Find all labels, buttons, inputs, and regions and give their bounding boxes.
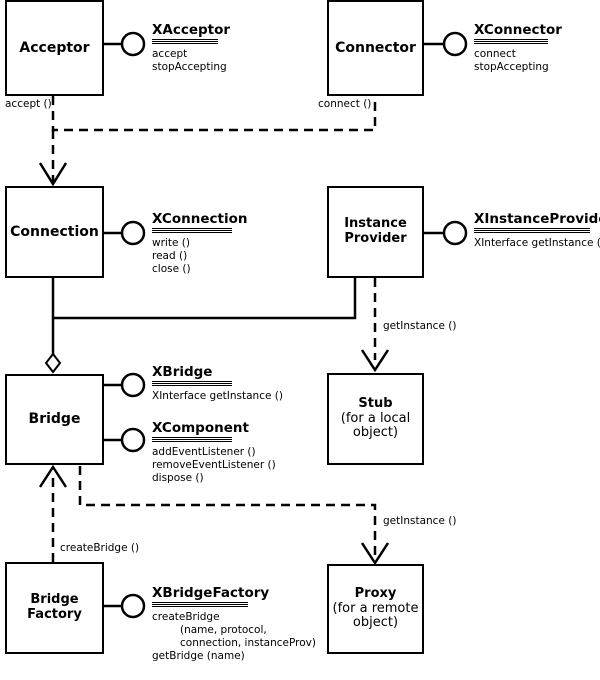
proxy-line-2: (for a remote [332,600,419,616]
connection-box: Connection [5,186,104,278]
create-bridge-label: createBridge () [60,542,140,554]
arrowhead-bridge [38,464,68,488]
xbridge-name: XBridge [152,364,213,380]
connector-label: Connector [335,39,416,56]
lollipop-xbridge [120,372,146,398]
xinstanceprovider-methods: XInterface getInstance () [474,237,600,250]
xconnector-methods: connect stopAccepting [474,48,562,74]
instance-provider-label-1: Instance [344,216,407,232]
method: XInterface getInstance () [474,237,600,249]
bridge-label: Bridge [28,411,81,428]
xbridgefactory-interface: XBridgeFactory createBridge (name, proto… [152,585,316,663]
get-instance-proxy-label: getInstance () [383,515,457,527]
stub-box: Stub (for a local object) [327,373,424,465]
xbridgefactory-name: XBridgeFactory [152,585,270,601]
xconnection-underline [152,228,232,233]
method: stopAccepting [152,61,227,73]
xacceptor-name: XAcceptor [152,22,231,38]
method: (name, protocol, [180,624,267,636]
arrowhead-connection [38,162,68,187]
method: connect [474,48,516,60]
xacceptor-underline [152,39,218,44]
method: removeEventListener () [152,459,276,471]
instance-provider-label-2: Provider [344,231,407,246]
xconnector-interface: XConnector connect stopAccepting [474,22,562,74]
xacceptor-interface: XAcceptor accept stopAccepting [152,22,230,74]
xinstanceprovider-underline [474,228,590,233]
bridge-factory-label-2: Factory [27,607,82,622]
method: connection, instanceProv) [180,637,316,649]
method: stopAccepting [474,61,549,73]
connector-box: Connector [327,0,424,96]
acceptor-label: Acceptor [19,39,90,56]
accept-dashed-line [51,96,377,132]
get-instance-proxy-dashed-line [78,466,377,555]
xcomponent-name: XComponent [152,420,249,436]
method: read () [152,250,188,262]
xbridgefactory-underline [152,602,248,607]
arrowhead-proxy [360,542,390,566]
xcomponent-interface: XComponent addEventListener () removeEve… [152,420,276,485]
get-instance-stub-label: getInstance () [383,320,457,332]
method: createBridge [152,611,220,623]
accept-label: accept () [5,98,52,110]
lollipop-xconnector [442,31,468,57]
stub-title: Stub [358,395,393,411]
bridge-factory-label-1: Bridge [30,592,79,608]
aggregation-diamond [44,352,62,374]
xinstanceprovider-interface: XInstanceProvider XInterface getInstance… [474,211,600,250]
provider-connection-line [53,278,357,320]
xconnector-name: XConnector [474,22,562,38]
lollipop-xconnection [120,220,146,246]
xconnector-underline [474,39,548,44]
xbridge-methods: XInterface getInstance () [152,390,283,403]
proxy-title: Proxy [354,585,397,601]
xbridgefactory-methods: createBridge (name, protocol, connection… [152,611,316,663]
stub-line-3: object) [352,425,399,441]
xconnection-interface: XConnection write () read () close () [152,211,247,276]
xconnection-methods: write () read () close () [152,237,247,276]
xconnection-name: XConnection [152,211,248,227]
bridge-box: Bridge [5,374,104,465]
xinstanceprovider-name: XInstanceProvider [474,211,600,227]
acceptor-box: Acceptor [5,0,104,96]
lollipop-xacceptor [120,31,146,57]
proxy-line-3: object) [352,615,399,631]
method: close () [152,263,191,275]
method: addEventListener () [152,446,256,458]
xcomponent-methods: addEventListener () removeEventListener … [152,446,276,485]
stub-line-2: (for a local [340,410,411,426]
method: write () [152,237,190,249]
method: XInterface getInstance () [152,390,283,402]
xbridge-interface: XBridge XInterface getInstance () [152,364,283,403]
lollipop-xbridgefactory [120,593,146,619]
xacceptor-methods: accept stopAccepting [152,48,230,74]
method: dispose () [152,472,204,484]
method: getBridge (name) [152,650,245,662]
bridge-factory-box: Bridge Factory [5,562,104,654]
xbridge-underline [152,381,232,386]
method: accept [152,48,188,60]
connect-label: connect () [318,98,372,110]
lollipop-xcomponent [120,427,146,453]
proxy-box: Proxy (for a remote object) [327,564,424,654]
connection-label: Connection [10,223,99,240]
instance-provider-box: Instance Provider [327,186,424,278]
lollipop-xinstanceprovider [442,220,468,246]
arrowhead-stub [360,349,390,373]
xcomponent-underline [152,437,232,442]
